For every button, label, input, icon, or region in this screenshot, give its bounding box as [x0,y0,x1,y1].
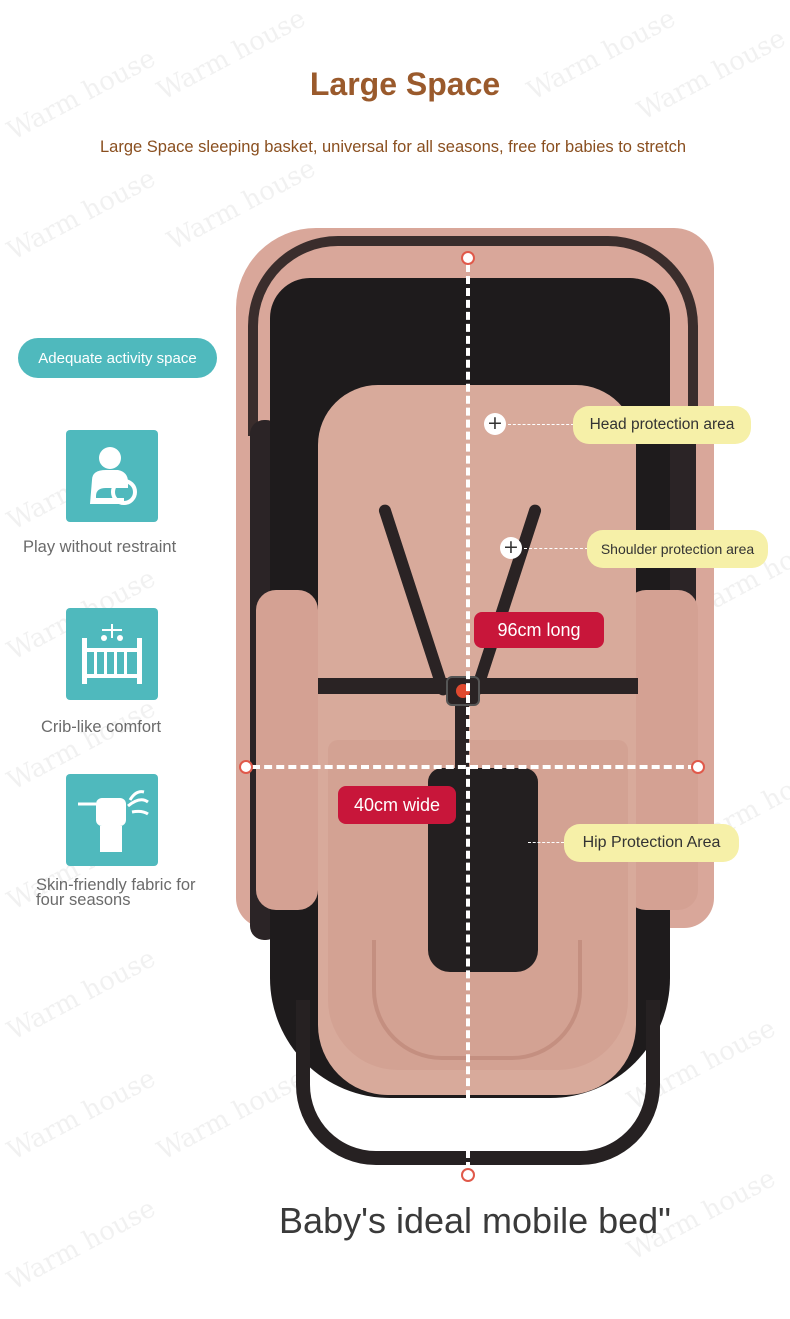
feature-label-crib: Crib-like comfort [41,718,162,736]
head-protection-tag: Head protection area [573,406,751,444]
width-endpoint-right [691,760,705,774]
basket-side-left [256,590,318,910]
hip-protection-tag: Hip Protection Area [564,824,739,862]
crib-icon [66,608,158,700]
page-subtitle: Large Space sleeping basket, universal f… [100,138,687,156]
shoulder-protection-label: Shoulder protection area [600,541,755,557]
child-play-icon [66,430,158,522]
activity-space-badge: Adequate activity space [18,338,217,378]
hip-protection-label: Hip Protection Area [582,834,721,851]
footer-tagline: Baby's ideal mobile bed" [279,1200,671,1241]
width-endpoint-left [239,760,253,774]
plus-icon: + [484,413,506,435]
bumper-bar [296,1000,660,1165]
activity-space-label: Adequate activity space [38,349,197,367]
basket-side-right [626,590,698,910]
width-measure-line [252,765,696,769]
length-tag: 96cm long [474,612,604,648]
page-title: Large Space [309,66,501,102]
hand-leaf-icon [66,774,158,866]
length-measure-line [466,264,470,1170]
shoulder-leader-line [524,548,588,549]
watermark: Warm house [152,1063,311,1167]
feature-label-play: Play without restraint [23,538,177,556]
width-value: 40cm wide [353,794,441,815]
watermark: Warm house [2,1063,161,1167]
head-protection-label: Head protection area [589,416,735,433]
feature-label-fabric: Skin-friendly fabric for four seasons [36,876,196,909]
watermark: Warm house [2,943,161,1047]
width-tag: 40cm wide [338,786,456,824]
shoulder-protection-tag: Shoulder protection area [587,530,768,568]
watermark: Warm house [2,163,161,267]
hip-leader-line [528,842,564,843]
plus-icon: + [500,537,522,559]
length-endpoint-top [461,251,475,265]
length-value: 96cm long [497,619,581,640]
head-leader-line [508,424,574,425]
length-endpoint-bottom [461,1168,475,1182]
canopy-trim [248,236,698,436]
